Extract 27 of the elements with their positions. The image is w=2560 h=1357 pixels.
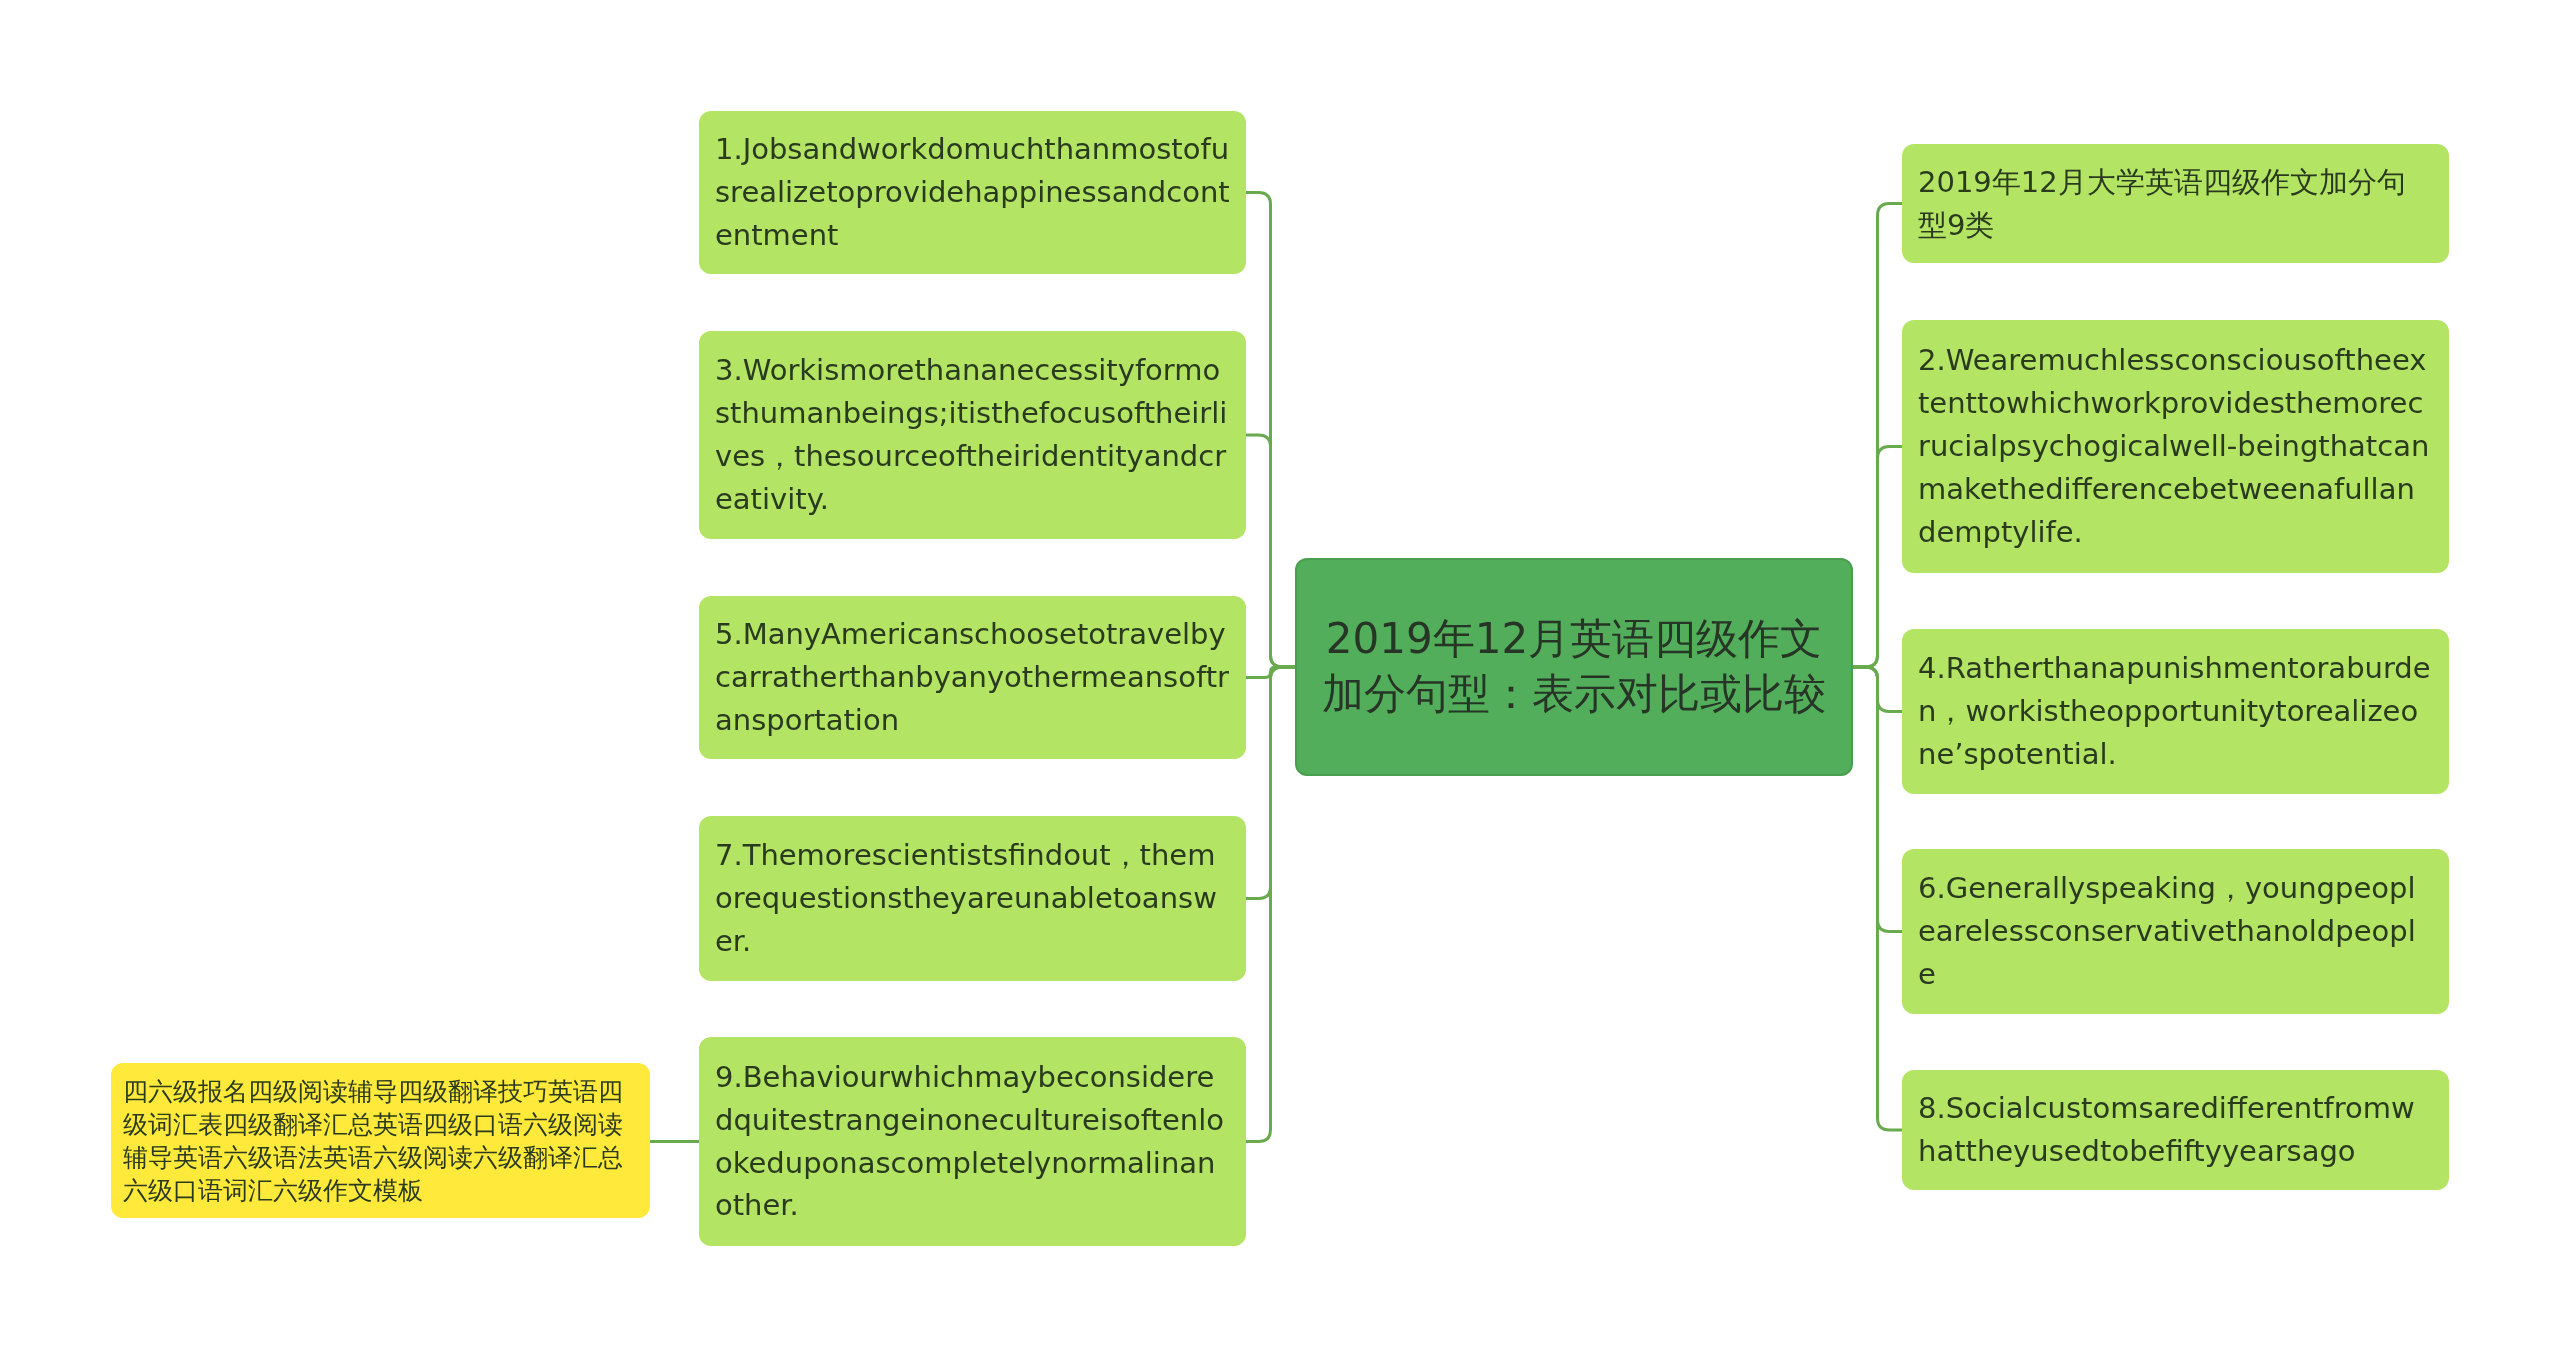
topic-text: 8.Socialcustomsaredifferentfromwhattheyusedtobefiftyyearsago <box>1918 1090 2416 1170</box>
topic-box <box>1902 629 2449 794</box>
topic-box <box>1902 144 2449 263</box>
topic-text: 四六级报名四级阅读辅导四级翻译技巧英语四级词汇表四级翻译汇总英语四级口语六级阅读辅导英语六级语法英语六级阅读六级翻译汇总六级口语词汇六级作文模板 <box>123 1075 624 1207</box>
topic-box <box>699 111 1246 274</box>
topic-box <box>699 596 1246 759</box>
topic-box <box>699 816 1246 981</box>
topic-text: 9.Behaviourwhichmaybeconsideredquitestrangeinonecultureisoftenlookeduponascompletelynormalinanother. <box>715 1058 1225 1225</box>
connector-line <box>650 1140 699 1143</box>
topic-text: 2.Wearemuchlessconsciousoftheextenttowhichworkprovidesthemorecrucialpsychogicalwell-beingthatcanmakethedifferencebetweenafullandemptylife. <box>1918 342 2431 551</box>
topic-box <box>1902 1070 2449 1190</box>
topic-text: 5.ManyAmericanschoosetotravelbycarratherthanbyanyothermeansoftransportation <box>715 616 1230 739</box>
topic-text: 2019年12月英语四级作文加分句型：表示对比或比较 <box>1321 613 1827 720</box>
topic-text: 7.Themorescientistsfindout，themorequestionstheyareunabletoanswer. <box>715 837 1218 960</box>
central-topic-box <box>1295 558 1853 776</box>
topic-text: 6.Generallyspeaking，youngpeoplearelessconservativethanoldpeople <box>1918 870 2417 993</box>
topic-box <box>699 1037 1246 1246</box>
connector-line <box>1853 665 1902 1132</box>
topic-text: 2019年12月大学英语四级作文加分句型9类 <box>1918 163 2407 244</box>
topic-box <box>1902 849 2449 1014</box>
topic-box <box>699 331 1246 539</box>
topic-box <box>1902 320 2449 573</box>
topic-text: 1.Jobsandworkdomuchthanmostofusrealizetoprovidehappinessandcontentment <box>715 131 1230 254</box>
topic-text: 3.Workismorethananecessityformosthumanbeings;itisthefocusoftheirlives，thesourceoftheiridentityandcreativity. <box>715 352 1229 518</box>
note-box <box>111 1063 650 1218</box>
topic-text: 4.Ratherthanapunishmentoraburden，workistheopportunitytorealizeone’spotential. <box>1918 650 2432 773</box>
connector-line <box>1246 665 1295 1143</box>
